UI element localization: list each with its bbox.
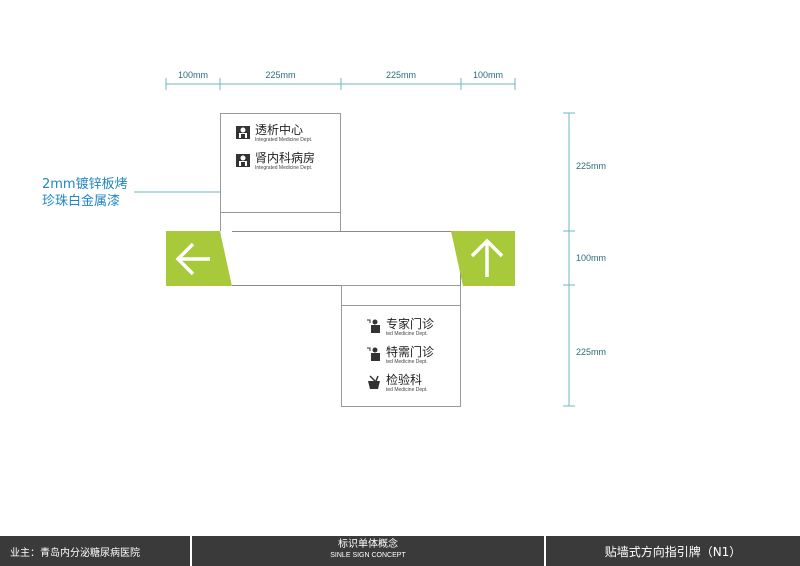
- material-annotation-line2: 珍珠白金属漆: [42, 194, 121, 209]
- bottom-entry-laboratory-zh: 检验科: [386, 373, 423, 387]
- bottom-entry-special-en: ted Medicine Dept.: [386, 359, 428, 365]
- arrow-left-icon: [175, 242, 210, 276]
- dim-label-right-225: 225mm: [385, 70, 416, 80]
- dialysis-icon: [236, 126, 250, 139]
- right-arrow-block: [451, 231, 515, 286]
- bottom-entry-special-zh: 特需门诊: [386, 345, 435, 359]
- bottom-entry-laboratory: 检验科 ted Medicine Dept.: [366, 374, 428, 393]
- footer-separator-2: [544, 536, 546, 566]
- dim-label-bottom-225: 225mm: [576, 347, 607, 357]
- nephrology-ward-icon: [236, 154, 250, 167]
- special-clinic-icon: [367, 347, 380, 361]
- material-annotation: 2mm镀锌板烤 珍珠白金属漆: [42, 176, 128, 210]
- bottom-entry-expert-zh: 专家门诊: [386, 317, 435, 331]
- footer-concept-subtitle: SINLE SIGN CONCEPT: [330, 552, 406, 559]
- footer-concept: 标识单体概念 SINLE SIGN CONCEPT: [192, 539, 544, 561]
- top-entry-dialysis: 透析中心 Integrated Medicine Dept.: [235, 124, 312, 143]
- dim-label-middle-100: 100mm: [576, 253, 607, 263]
- bottom-entry-laboratory-en: ted Medicine Dept.: [386, 387, 428, 393]
- footer-sign-name: 贴墙式方向指引牌（N1）: [604, 545, 742, 559]
- bottom-entry-expert: 专家门诊 ted Medicine Dept.: [366, 318, 434, 337]
- top-panel-base-strip: [220, 212, 341, 213]
- bottom-entry-expert-en: ted Medicine Dept.: [386, 331, 428, 337]
- laboratory-icon: [368, 375, 380, 389]
- material-annotation-line1: 2mm镀锌板烤: [42, 177, 128, 192]
- footer-separator-1: [190, 536, 192, 566]
- dim-label-top-225: 225mm: [576, 161, 607, 171]
- top-entry-dialysis-zh: 透析中心: [255, 123, 304, 137]
- bottom-entry-special: 特需门诊 ted Medicine Dept.: [366, 346, 434, 365]
- footer-owner: 业主：青岛内分泌糖尿病医院: [10, 548, 140, 559]
- dim-label-left-225: 225mm: [265, 70, 296, 80]
- top-entry-nephrology-zh: 肾内科病房: [255, 151, 316, 165]
- dim-label-right-100: 100mm: [472, 70, 503, 80]
- middle-sign-bar: [220, 231, 461, 286]
- top-entry-nephrology-en: Integrated Medicine Dept.: [255, 165, 313, 171]
- expert-clinic-icon: [367, 319, 380, 333]
- footer-concept-title: 标识单体概念: [338, 539, 398, 550]
- dim-label-left-100: 100mm: [177, 70, 208, 80]
- top-entry-nephrology: 肾内科病房 Integrated Medicine Dept.: [235, 152, 315, 171]
- footer-bar: 业主：青岛内分泌糖尿病医院 标识单体概念 SINLE SIGN CONCEPT …: [0, 536, 800, 566]
- top-entry-dialysis-en: Integrated Medicine Dept.: [255, 137, 313, 143]
- bottom-panel-top-strip: [341, 305, 461, 306]
- arrow-up-icon: [470, 238, 504, 277]
